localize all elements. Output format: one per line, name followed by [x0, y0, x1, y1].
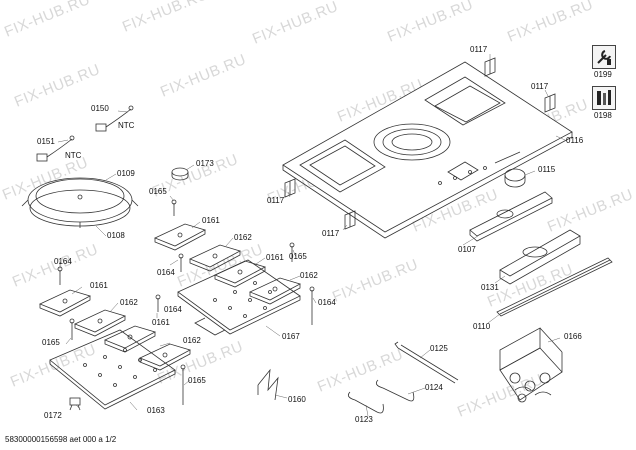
part-label[interactable]: 0166 — [564, 332, 582, 341]
ntc-sensor — [36, 135, 75, 162]
icon-code: 0198 — [594, 111, 612, 120]
part-label[interactable]: 0162 — [183, 336, 201, 345]
part-label[interactable]: 0131 — [481, 283, 499, 292]
holder-0172 — [69, 397, 81, 411]
ferrite-pad — [103, 325, 157, 353]
screw-0165 — [171, 199, 177, 216]
accessory-kit — [499, 327, 563, 403]
part-label[interactable]: 0115 — [538, 165, 556, 174]
screw-0165 — [289, 242, 295, 262]
bracket-0160 — [257, 368, 279, 401]
part-label[interactable]: 0167 — [282, 332, 300, 341]
part-label[interactable]: 0164 — [164, 305, 182, 314]
part-label[interactable]: 0172 — [44, 411, 62, 420]
part-label[interactable]: 0173 — [196, 159, 214, 168]
part-label[interactable]: 0161 — [90, 281, 108, 290]
part-label[interactable]: 0161 — [152, 318, 170, 327]
part-label[interactable]: 0165 — [149, 187, 167, 196]
holder-0173 — [171, 167, 189, 181]
part-label[interactable]: 0160 — [288, 395, 306, 404]
part-label[interactable]: 0108 — [107, 231, 125, 240]
screw-0164 — [155, 294, 161, 312]
part-label[interactable]: 0164 — [157, 268, 175, 277]
part-label[interactable]: 0117 — [470, 45, 488, 54]
icon-code: 0199 — [594, 70, 612, 79]
part-label[interactable]: 0123 — [355, 415, 373, 424]
cable-0124 — [375, 379, 415, 402]
part-label[interactable]: 0125 — [430, 344, 448, 353]
part-label: NTC — [118, 121, 135, 130]
clip-0117 — [284, 178, 296, 198]
part-label[interactable]: 0110 — [473, 322, 491, 331]
part-label[interactable]: 0117 — [531, 82, 549, 91]
ferrite-pad — [213, 260, 267, 288]
power-module — [469, 191, 553, 242]
part-label[interactable]: 0161 — [202, 216, 220, 225]
ferrite-pad — [38, 289, 92, 317]
part-label: NTC — [65, 151, 82, 160]
cable-0125 — [394, 341, 459, 384]
part-label[interactable]: 0151 — [37, 137, 55, 146]
screw-0165 — [69, 318, 75, 340]
part-label[interactable]: 0124 — [425, 383, 443, 392]
document-id: 58300000156598 aet 000 a 1/2 — [5, 435, 117, 444]
part-label[interactable]: 0162 — [120, 298, 138, 307]
part-label[interactable]: 0150 — [91, 104, 109, 113]
part-label[interactable]: 0165 — [289, 252, 307, 261]
ferrite-pad — [73, 309, 127, 337]
part-label[interactable]: 0109 — [117, 169, 135, 178]
cable-0123 — [347, 391, 384, 414]
part-label[interactable]: 0161 — [266, 253, 284, 262]
part-label[interactable]: 0116 — [566, 136, 584, 145]
part-label[interactable]: 0162 — [234, 233, 252, 242]
cooktop-glass — [282, 61, 573, 239]
ferrite-pad — [188, 244, 242, 272]
part-label[interactable]: 0117 — [267, 196, 285, 205]
ferrite-pad — [248, 277, 302, 305]
leader-lines — [57, 54, 566, 417]
screw-0165 — [180, 364, 186, 405]
part-label[interactable]: 0164 — [54, 257, 72, 266]
part-label[interactable]: 0162 — [300, 271, 318, 280]
screw-0164 — [178, 253, 184, 272]
electronic-module — [499, 229, 581, 285]
part-label[interactable]: 0117 — [322, 229, 340, 238]
part-label[interactable]: 0164 — [318, 298, 336, 307]
ntc-sensor — [95, 105, 134, 132]
clip-0117 — [544, 93, 556, 113]
part-label[interactable]: 0165 — [188, 376, 206, 385]
clip-0117 — [344, 210, 356, 230]
tools-icon[interactable] — [592, 45, 616, 69]
induction-coil — [21, 177, 139, 228]
ferrite-pad — [138, 343, 192, 371]
carrier-plate — [49, 329, 176, 410]
screw-0164 — [57, 266, 63, 285]
part-label[interactable]: 0165 — [42, 338, 60, 347]
screw-0164 — [309, 286, 315, 325]
ferrite-pad — [153, 223, 207, 251]
carrier-plate — [177, 259, 301, 336]
clip-0117 — [484, 57, 496, 77]
part-label[interactable]: 0163 — [147, 406, 165, 415]
accessories-icon[interactable] — [592, 86, 616, 110]
part-label[interactable]: 0107 — [458, 245, 476, 254]
cover-strip — [496, 257, 613, 317]
